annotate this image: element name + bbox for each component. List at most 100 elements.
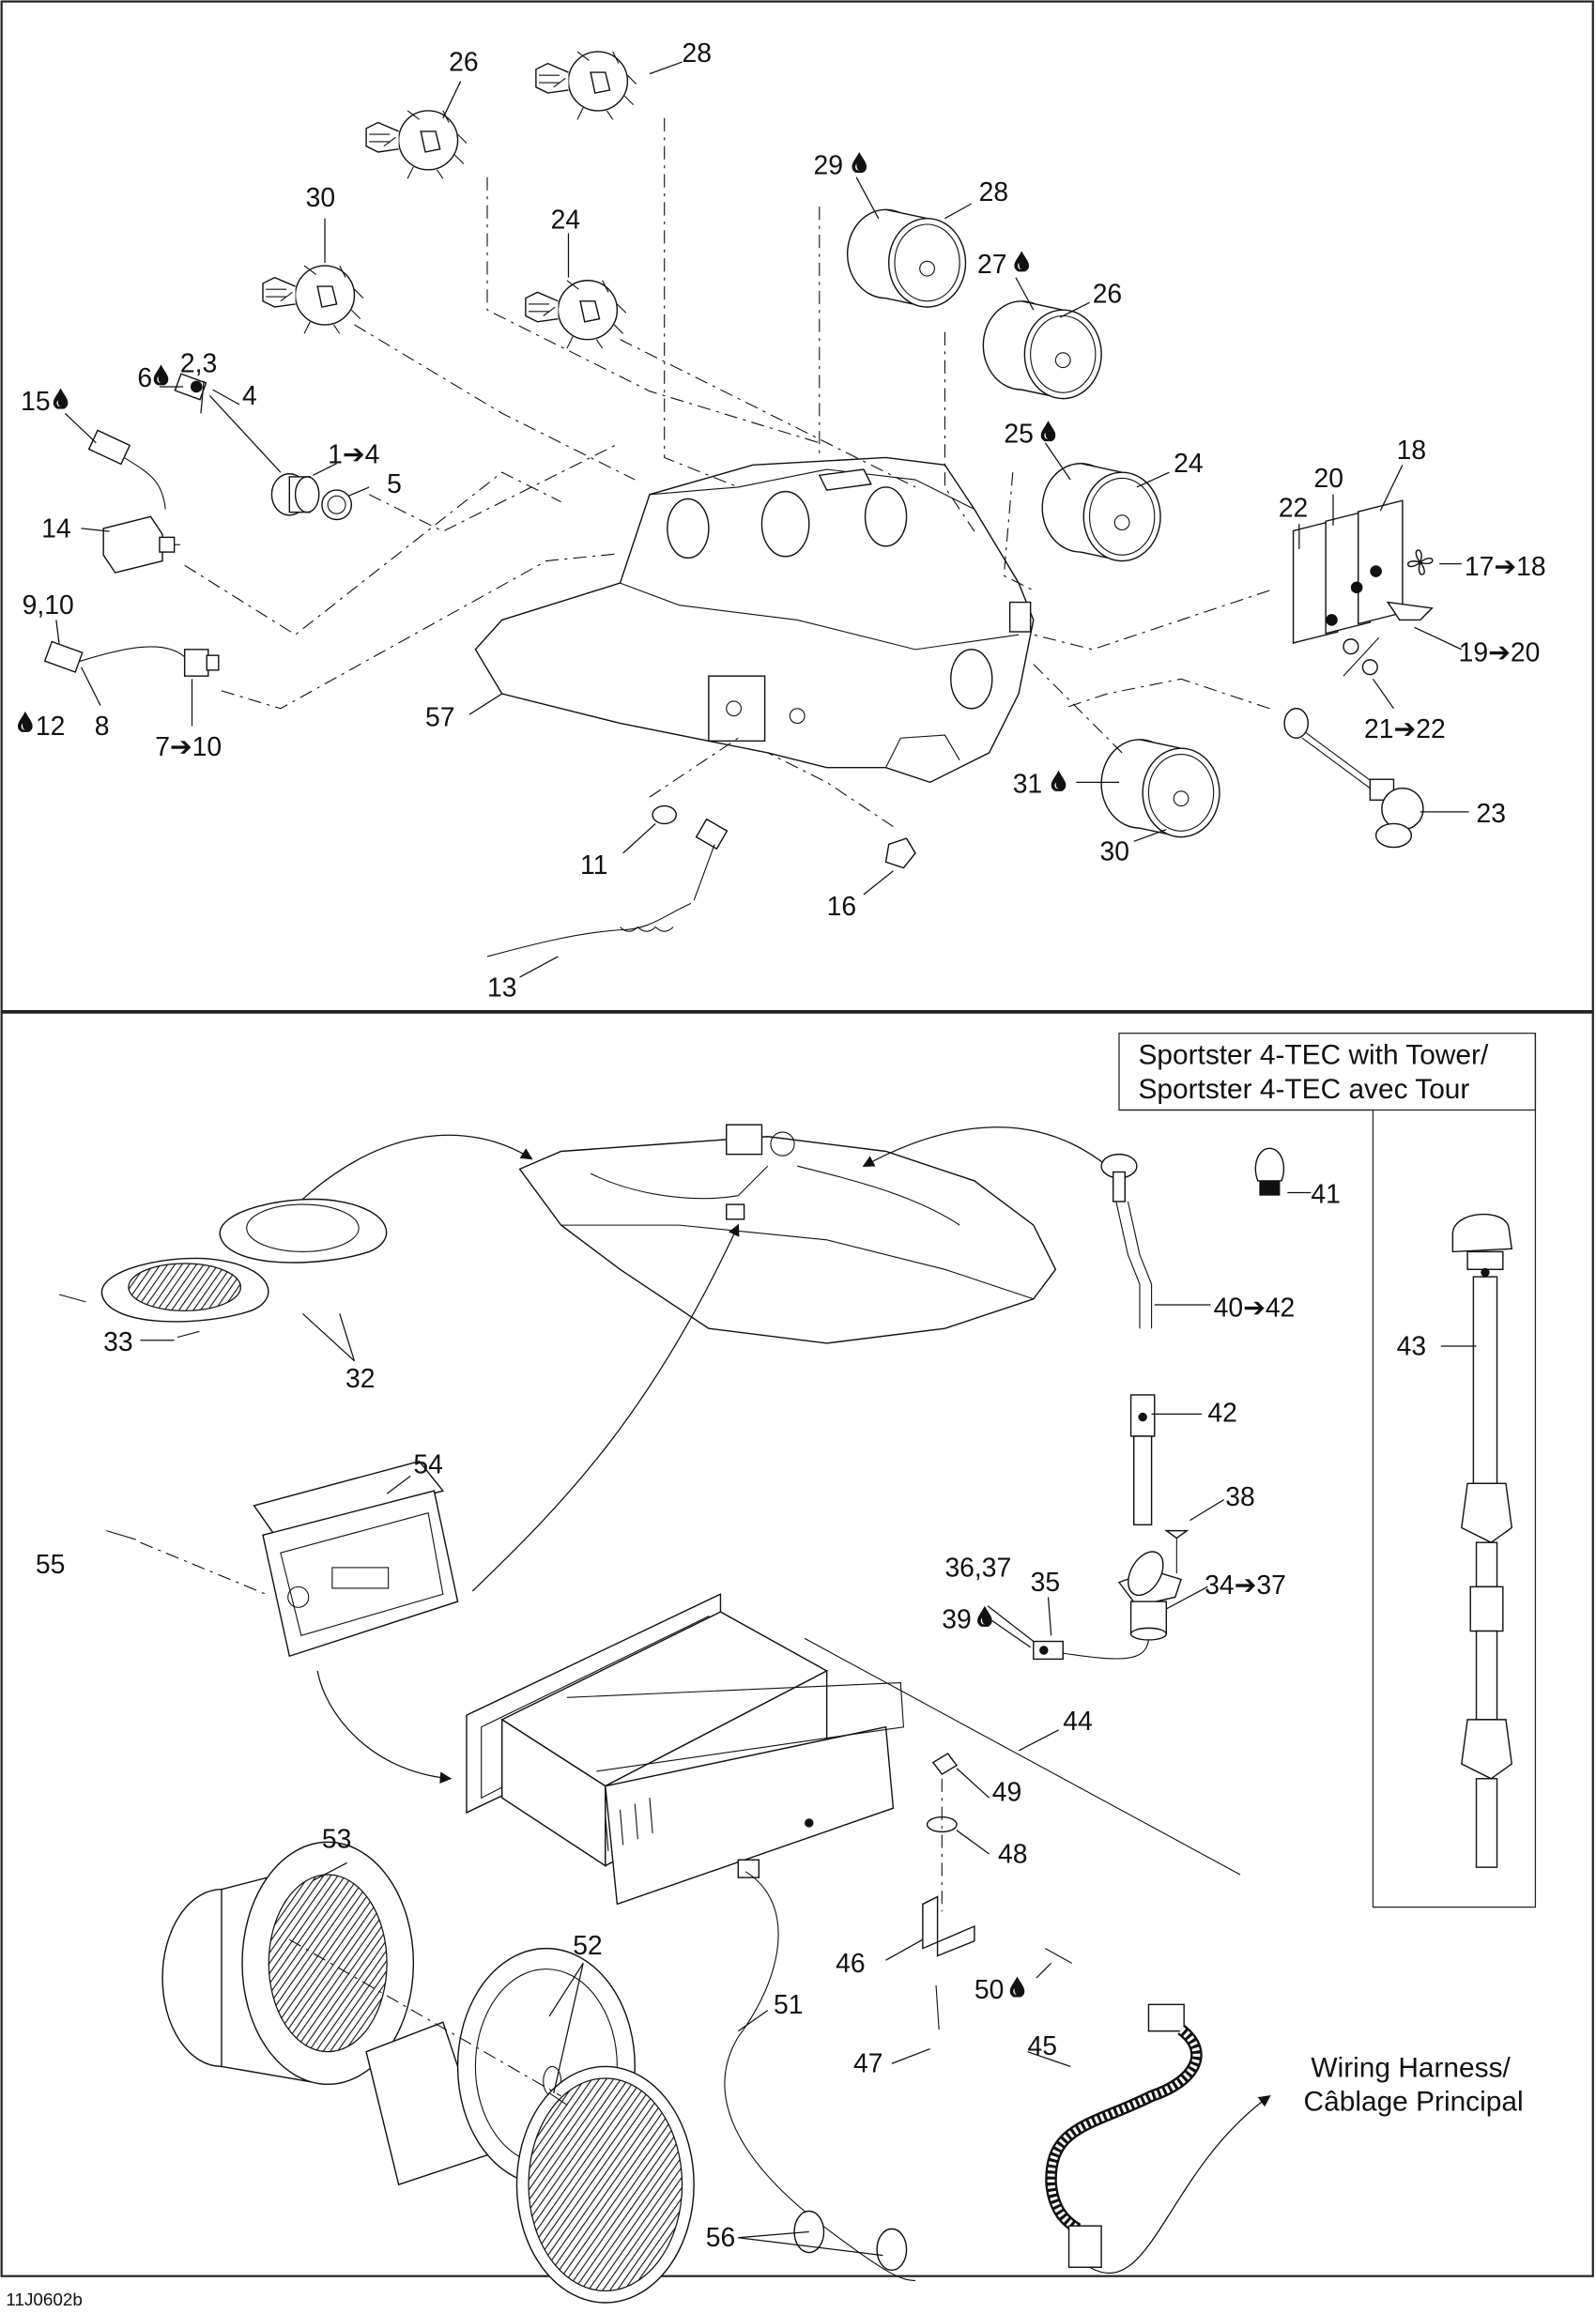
switch-part-14 [102, 515, 180, 574]
tower-light-part-40-42 [1100, 1153, 1156, 1526]
callout-56: 56 [706, 2222, 735, 2252]
light-base-part-34-37 [1033, 1529, 1189, 1661]
drop-icon [53, 388, 69, 409]
callout-26-gauge: 26 [1093, 278, 1122, 308]
callout-34-to-37: 34➔37 [1205, 1570, 1286, 1600]
screw-part-33 [58, 1294, 86, 1303]
drop-icon [1051, 770, 1067, 791]
drop-icon [1040, 421, 1056, 442]
power-socket-part-23 [1283, 708, 1424, 849]
callout-8: 8 [95, 711, 110, 741]
drop-icon [852, 151, 867, 173]
callout-42: 42 [1207, 1397, 1236, 1427]
callout-28: 28 [683, 38, 712, 68]
callout-53: 53 [322, 1824, 351, 1854]
callout-35: 35 [1031, 1567, 1060, 1597]
bulb-part-41 [1254, 1147, 1285, 1196]
harness-note-line2: Câblage Principal [1304, 2087, 1524, 2118]
callout-45: 45 [1028, 2030, 1057, 2060]
callout-50: 50 [974, 1974, 1004, 2004]
gauge-part-30 [1100, 739, 1220, 838]
radio-cover-part-54 [253, 1460, 459, 1658]
callout-12: 12 [36, 711, 65, 741]
callout-51: 51 [774, 1989, 803, 2019]
callout-57: 57 [425, 702, 454, 732]
screw-part-47 [935, 1984, 940, 2030]
callout-29: 29 [814, 150, 843, 180]
callout-21-to-22: 21➔22 [1364, 713, 1446, 743]
callout-24: 24 [551, 205, 580, 235]
callout-52: 52 [573, 1930, 602, 1960]
callout-43: 43 [1397, 1330, 1426, 1360]
screw-part-50 [1045, 1948, 1072, 1964]
vent-part-32 [100, 1257, 269, 1323]
callout-30: 30 [306, 182, 335, 212]
callout-25: 25 [1004, 419, 1033, 449]
drop-icon [1014, 251, 1030, 272]
bracket-part-30 [262, 265, 364, 335]
callout-17-to-18: 17➔18 [1465, 551, 1546, 581]
harness-note-line1: Wiring Harness/ [1311, 2052, 1511, 2083]
callout-19-to-20: 19➔20 [1459, 636, 1541, 666]
callout-11: 11 [580, 850, 607, 880]
callout-28-gauge: 28 [979, 176, 1008, 207]
callout-13: 13 [487, 972, 516, 1002]
tower-box-title-line2: Sportster 4-TEC avec Tour [1138, 1074, 1469, 1105]
grommet-part-11 [652, 804, 677, 825]
screw-part-55 [106, 1530, 136, 1540]
bracket-part-28 [535, 51, 637, 121]
tower-pole-part-43 [1451, 1213, 1513, 1868]
callout-36-37: 36,37 [944, 1552, 1011, 1582]
callout-23: 23 [1477, 798, 1506, 828]
callout-46: 46 [836, 1948, 865, 1978]
callout-2-3: 2,3 [180, 347, 217, 377]
fan-icon [1407, 549, 1434, 575]
speaker-grille-part-52 [515, 2065, 695, 2304]
callout-55: 55 [36, 1549, 65, 1579]
top-panel-frame [0, 0, 1594, 1013]
callout-9-10: 9,10 [23, 590, 74, 620]
callout-5: 5 [387, 468, 402, 498]
callout-39: 39 [942, 1603, 971, 1633]
nut-part-16 [884, 837, 916, 869]
bottom-panel-frame [0, 1011, 1594, 2277]
drop-icon [977, 1605, 992, 1627]
screw-part-33 [176, 1330, 200, 1339]
callout-47: 47 [853, 2048, 882, 2078]
switch-symbol-22 [1361, 659, 1378, 676]
callout-48: 48 [998, 1838, 1027, 1868]
sensor-part-1-4 [174, 373, 353, 521]
top-section: 26 28 30 24 29 28 27 26 25 24 15 6 2,3 4… [17, 38, 1546, 1002]
switch-cap-19 [1386, 601, 1434, 621]
callout-6: 6 [137, 362, 152, 392]
gauge-part-28 [846, 208, 967, 308]
connector-part-15 [87, 429, 166, 510]
callout-30-gauge: 30 [1100, 836, 1129, 866]
harness-part-45 [1045, 2003, 1203, 2268]
screw-part-52 [548, 2092, 568, 2106]
callout-38: 38 [1225, 1481, 1254, 1511]
figure-id: 11J0602b [6, 2290, 82, 2309]
bottom-section: Sportster 4-TEC with Tower/ Sportster 4-… [36, 1033, 1537, 2304]
switch-symbol-21 [1343, 638, 1359, 655]
callout-49: 49 [992, 1776, 1021, 1806]
callout-7-to-10: 7➔10 [155, 731, 222, 761]
bracket-part-26 [365, 110, 468, 179]
callout-4: 4 [242, 380, 257, 410]
drop-icon [153, 364, 169, 386]
boat-hull [518, 1124, 1057, 1344]
callout-33: 33 [103, 1326, 132, 1356]
callout-32: 32 [345, 1363, 375, 1393]
switch-panel-part-18-22 [1292, 499, 1404, 644]
callout-40-to-42: 40➔42 [1214, 1293, 1296, 1323]
callout-44: 44 [1063, 1706, 1092, 1736]
callout-31: 31 [1013, 768, 1042, 798]
gauge-part-24 [1041, 463, 1161, 562]
gauge-part-26 [982, 300, 1102, 400]
callout-22: 22 [1279, 492, 1308, 522]
callout-54: 54 [413, 1448, 442, 1478]
trim-ring-part-32 [219, 1198, 388, 1264]
antenna-cable-part-51 [724, 1871, 916, 2281]
clamp-part-56 [876, 2228, 908, 2272]
